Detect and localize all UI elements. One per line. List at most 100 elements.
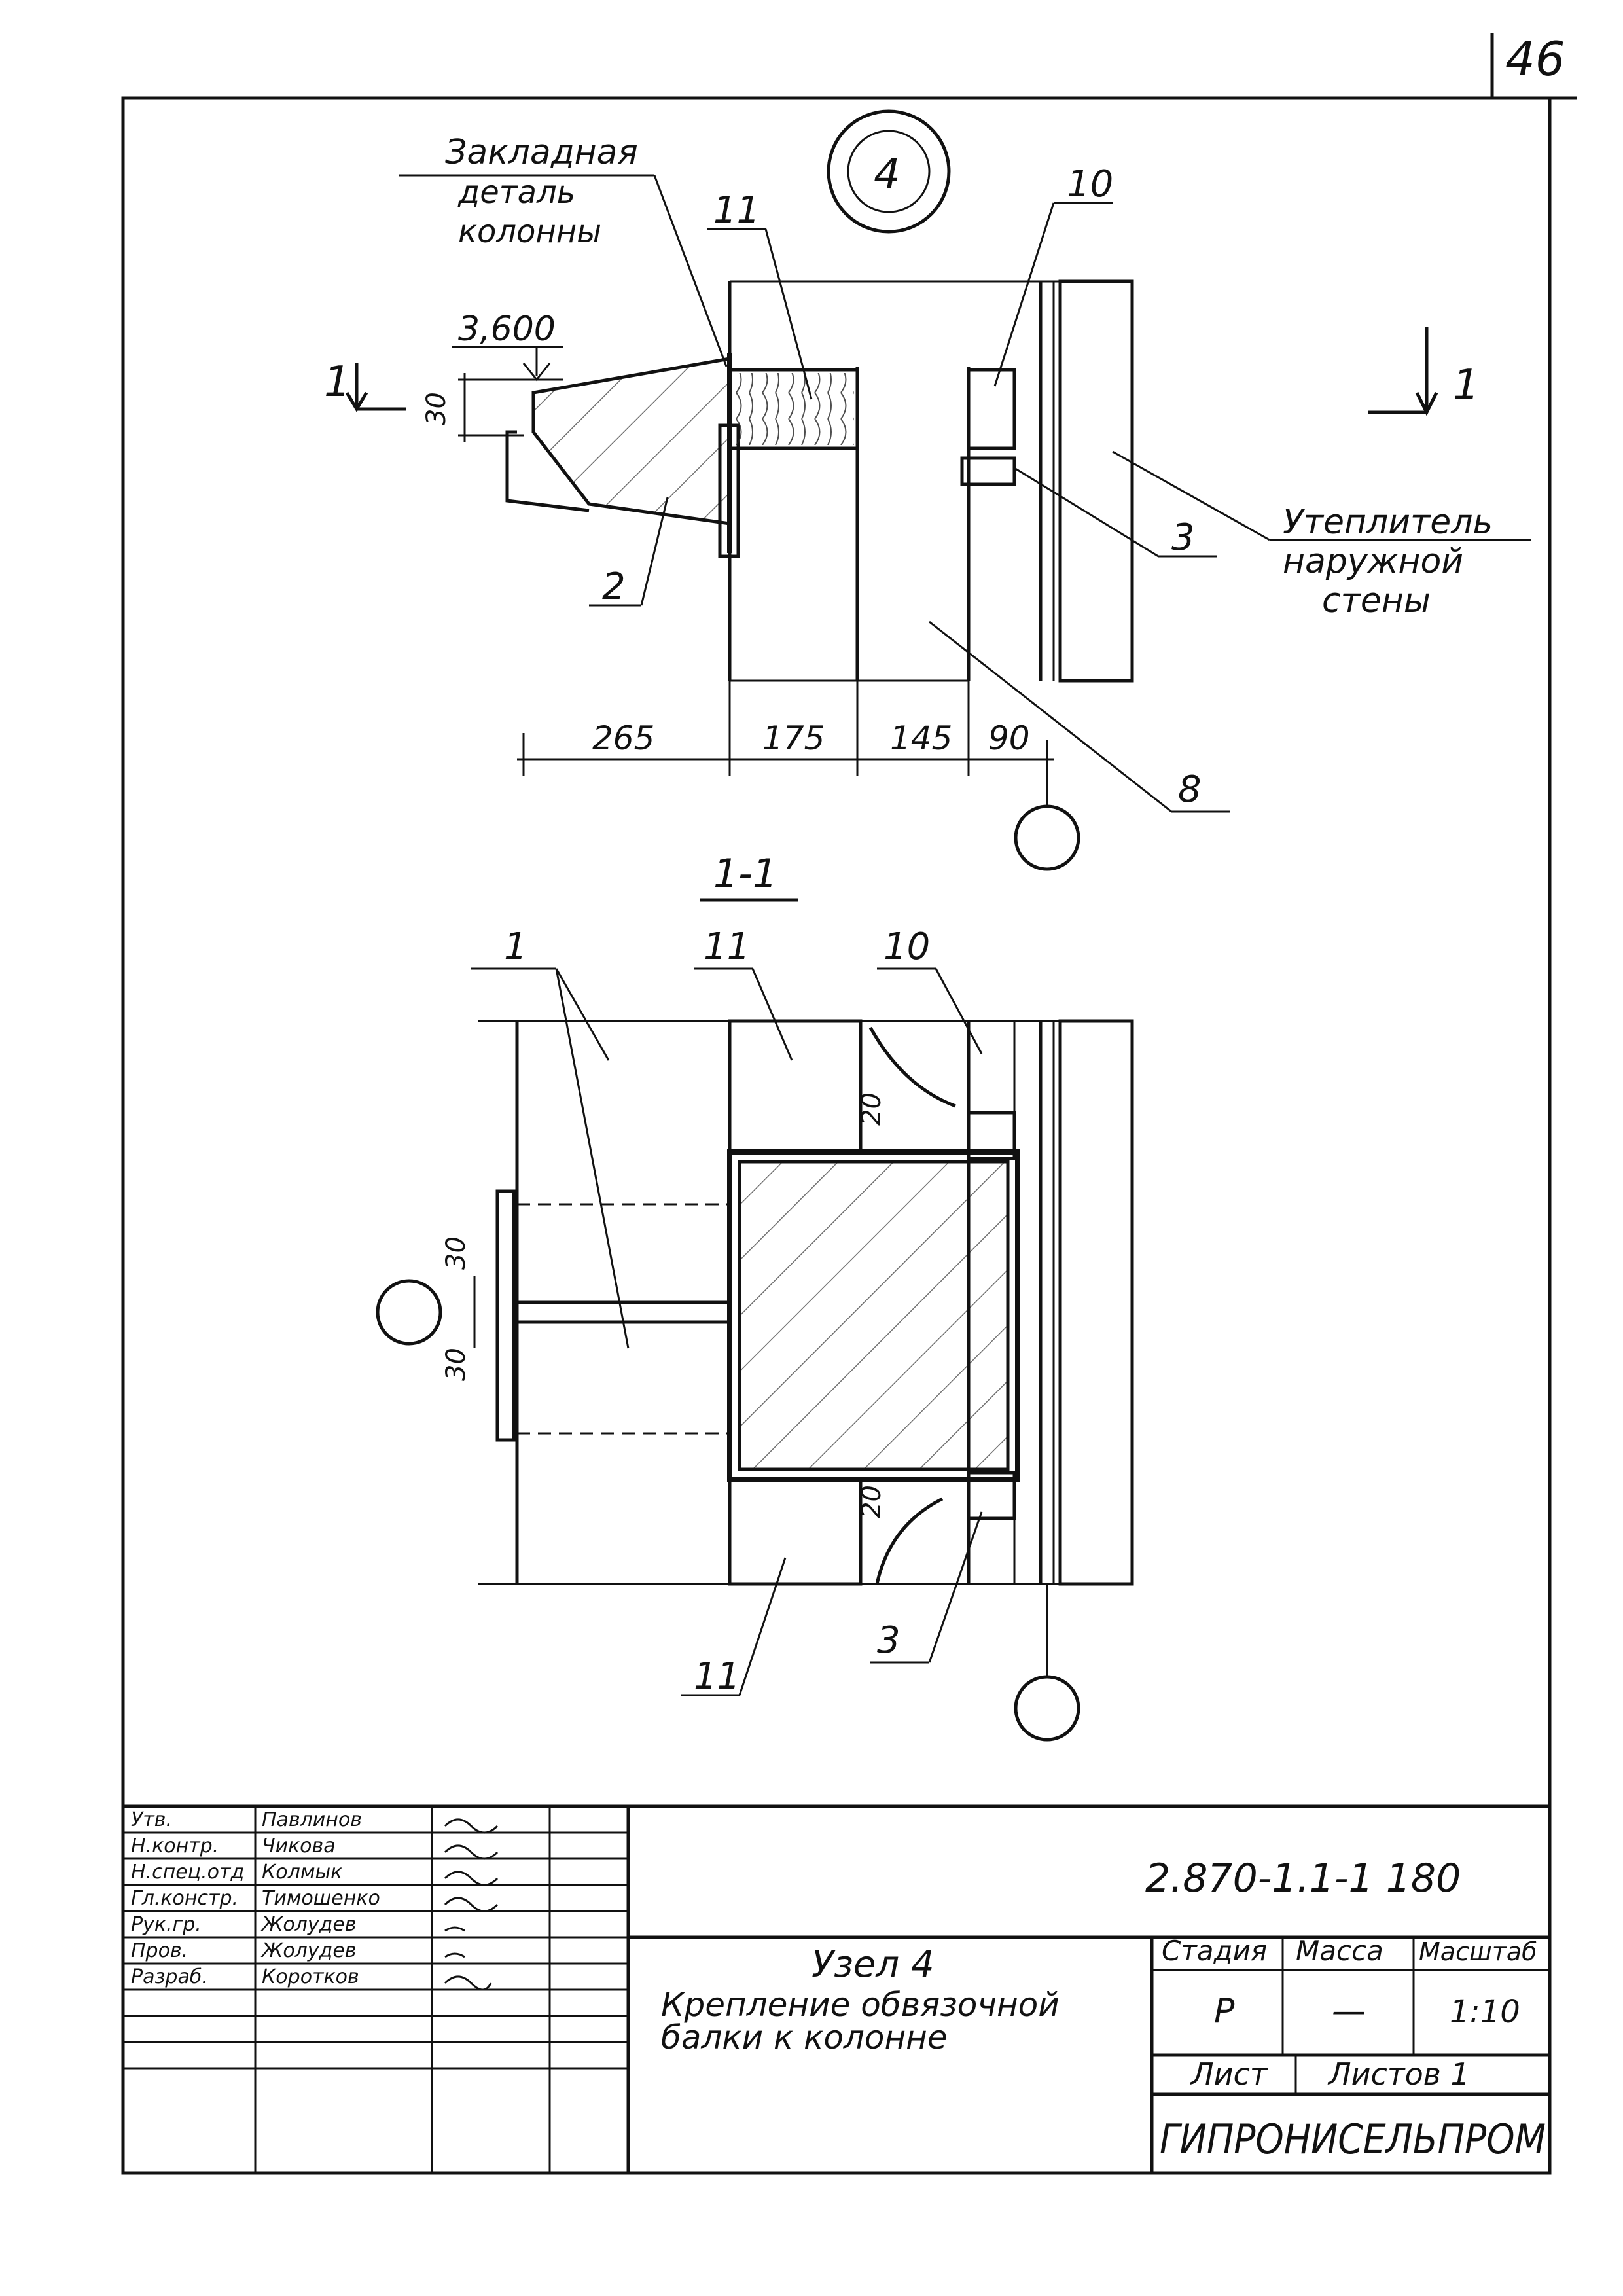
- callout-1-leader-a: [555, 968, 610, 1061]
- node-marker-inner: [847, 130, 931, 213]
- callout-8-plan: 8: [1178, 768, 1202, 811]
- wood-insert-11-fill: [733, 373, 854, 445]
- insulation-label-1: Утеплитель: [1283, 503, 1493, 542]
- name-6: Жолудев: [260, 1939, 356, 1962]
- axis-bubble-section-left: [376, 1279, 442, 1346]
- callout-11-top-leader: [751, 968, 793, 1061]
- wall-insert-10: [967, 368, 1016, 450]
- name-7: Коротков: [262, 1965, 359, 1988]
- cut-arrow-left: [345, 391, 368, 412]
- role-5: Рук.гр.: [131, 1913, 202, 1936]
- embedded-part-label-1: Закладная: [445, 133, 638, 172]
- name-2: Чикова: [262, 1835, 336, 1857]
- callout-3-plan: 3: [1171, 516, 1195, 559]
- section-insert-10: [967, 1020, 1016, 1114]
- callout-8-plan-leader: [929, 620, 1172, 813]
- title-line-1: Узел 4: [812, 1943, 935, 1986]
- insulation-plan: [1058, 279, 1134, 683]
- name-3: Колмык: [262, 1861, 342, 1884]
- callout-11-section-top: 11: [704, 925, 750, 968]
- insulation-label-3: стены: [1322, 581, 1431, 620]
- scale-value: 1:10: [1450, 1994, 1520, 2030]
- role-2: Н.контр.: [131, 1835, 219, 1857]
- document-code: 2.870-1.1-1 180: [1145, 1856, 1461, 1901]
- stage-value: Р: [1214, 1992, 1235, 2031]
- callout-11-plan: 11: [713, 189, 760, 232]
- callout-3-section: 3: [877, 1619, 901, 1662]
- title-line-3: балки к колонне: [661, 2018, 948, 2056]
- role-4: Гл.констр.: [131, 1887, 238, 1910]
- callout-1-section: 1: [504, 925, 527, 968]
- callout-2-plan-leader: [640, 497, 669, 606]
- section-beam-frame: [738, 1160, 1010, 1471]
- callout-11-section-bottom: 11: [694, 1655, 740, 1698]
- sheet-frame: [121, 96, 1552, 2175]
- dim30-label: 30: [421, 392, 452, 425]
- section-view: 1-1 30 30 20 20: [376, 851, 1134, 1742]
- sheet-corner-number: 46: [1505, 31, 1565, 86]
- stage-header: Стадия: [1162, 1935, 1267, 1967]
- dim-265: 265: [592, 719, 654, 757]
- node-marker-number: 4: [874, 151, 901, 199]
- plan-view: 4 Закладная деталь колонны 3,600 1 1 30: [324, 109, 1531, 871]
- arc-top: [868, 1026, 956, 1108]
- section-wood-bottom: [728, 1477, 863, 1586]
- callout-10-section: 10: [883, 925, 930, 968]
- node-marker-outer: [827, 109, 951, 234]
- mass-header: Масса: [1296, 1935, 1383, 1967]
- cut-mark-right: 1: [1453, 361, 1480, 410]
- axis-bubble-section: [1014, 1675, 1080, 1742]
- embedded-part-label-3: колонны: [458, 213, 601, 250]
- organization-name: ГИПРОНИСЕЛЬПРОМ: [1160, 2115, 1546, 2163]
- role-1: Утв.: [131, 1808, 172, 1831]
- dim30-upper: 30: [441, 1236, 471, 1270]
- embedded-part-leader-2: [653, 175, 728, 367]
- section-beam-outline: [727, 1149, 1020, 1482]
- callout-10-leader: [935, 968, 983, 1054]
- mass-value: —: [1332, 1992, 1366, 2031]
- callout-11-bottom-leader: [738, 1557, 787, 1696]
- beam-angle-bracket: [505, 430, 590, 512]
- role-6: Пров.: [131, 1939, 188, 1962]
- elevation-label: 3,600: [458, 310, 556, 349]
- cut-arrow-right: [1415, 391, 1438, 416]
- scale-header: Масштаб: [1419, 1937, 1537, 1966]
- title-block: Утв. Павлинов Н.контр. Чикова Н.спец.отд…: [123, 1804, 1550, 2173]
- dim30-lower: 30: [441, 1348, 471, 1381]
- name-5: Жолудев: [260, 1913, 356, 1936]
- dim20-bottom: 20: [857, 1485, 887, 1518]
- arc-bottom: [875, 1497, 944, 1585]
- role-3: Н.спец.отд: [131, 1861, 244, 1884]
- section-wood-top: [728, 1019, 863, 1154]
- wood-insert-11: [728, 368, 859, 450]
- section-title: 1-1: [713, 851, 777, 897]
- cut-mark-left: 1: [324, 358, 351, 406]
- fastener-3: [960, 456, 1016, 486]
- section-beam-hatch: [740, 1162, 1008, 1469]
- title-line-2: Крепление обвязочной: [661, 1986, 1060, 2024]
- dim20-top: 20: [857, 1092, 887, 1126]
- signature-scribbles: [444, 1818, 499, 1991]
- insulation-leader: [1112, 450, 1270, 541]
- name-4: Тимошенко: [262, 1887, 380, 1910]
- beam-section-hatch: [533, 359, 730, 524]
- embedded-flange: [495, 1189, 516, 1442]
- callout-3-leader: [928, 1511, 983, 1663]
- axis-bubble-plan: [1014, 804, 1080, 871]
- callout-11-plan-leader: [764, 228, 813, 400]
- section-insulation: [1058, 1019, 1134, 1586]
- callout-2-plan: 2: [602, 565, 626, 608]
- embedded-part-label-2: деталь: [457, 174, 575, 211]
- insulation-label-2: наружной: [1283, 542, 1463, 581]
- sheets-label: Листов 1: [1327, 2056, 1470, 2092]
- callout-10-plan: 10: [1067, 163, 1113, 206]
- callout-3-plan-leader: [1014, 467, 1159, 558]
- dim-175: 175: [762, 719, 825, 757]
- callout-10-plan-leader: [993, 202, 1055, 387]
- name-1: Павлинов: [262, 1808, 362, 1831]
- dim-145: 145: [890, 719, 952, 757]
- role-7: Разраб.: [131, 1965, 208, 1988]
- sheet-label: Лист: [1190, 2056, 1268, 2092]
- callout-1-leader-b: [555, 968, 630, 1349]
